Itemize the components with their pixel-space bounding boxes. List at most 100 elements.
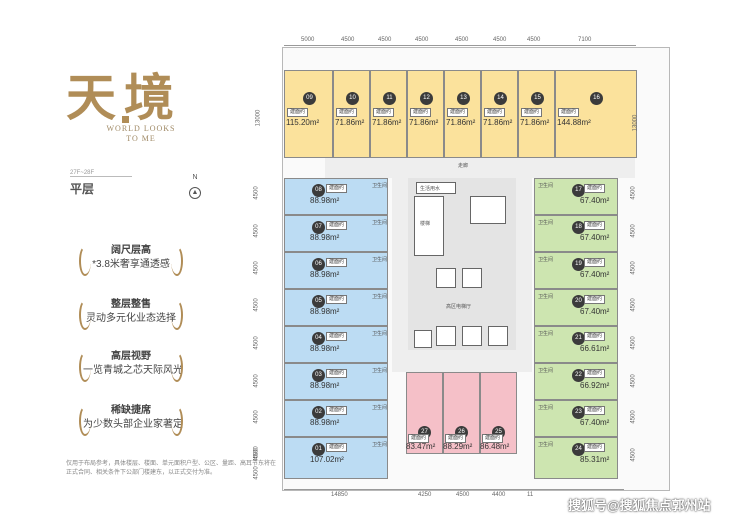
- unit-number-badge: 18: [572, 221, 585, 234]
- bottom-dimension: 14850: [331, 492, 348, 498]
- top-dimension: 4500: [415, 37, 429, 43]
- unit-number-badge: 01: [312, 443, 325, 456]
- unit-area-tag: 建面约: [484, 108, 506, 117]
- right-dimension: 13000: [632, 114, 639, 132]
- unit-area-tag: 建面约: [584, 369, 606, 378]
- top-dimension: 4500: [455, 37, 469, 43]
- unit-number-badge: 10: [346, 92, 359, 105]
- feature-title: 整层整售: [111, 299, 151, 310]
- water-room-box: [416, 182, 456, 194]
- unit-area-value: 88.29m²: [443, 442, 473, 451]
- unit-16: [555, 70, 637, 158]
- unit-area-value: 83.47m²: [406, 442, 436, 451]
- unit-area-tag: 建面约: [410, 108, 432, 117]
- unit-area-value: 107.02m²: [310, 455, 344, 464]
- unit-area-value: 71.86m²: [483, 118, 513, 127]
- unit-number-badge: 08: [312, 184, 325, 197]
- toilet-label: 卫生间: [538, 442, 554, 448]
- stair-box-2: [414, 330, 432, 348]
- subtitle-line-1: WORLD LOOKS: [106, 124, 176, 133]
- unit-area-tag: 建面约: [408, 434, 430, 443]
- bottom-dimension: 11: [527, 492, 534, 498]
- right-dimension: 4500: [630, 261, 637, 275]
- top-dimension-line: [284, 45, 636, 46]
- lift-lobby-label: 高区电梯厅: [446, 304, 472, 310]
- top-dimension: 4500: [493, 37, 507, 43]
- unit-number-badge: 15: [531, 92, 544, 105]
- elevator-2: [462, 268, 482, 288]
- toilet-label: 卫生间: [538, 331, 554, 337]
- toilet-label: 卫生间: [538, 368, 554, 374]
- watermark: 搜狐号@搜狐焦点郭州站: [568, 498, 711, 513]
- unit-number-badge: 12: [420, 92, 433, 105]
- bottom-dimension-line: [284, 489, 624, 490]
- toilet-label: 卫生间: [372, 294, 388, 300]
- toilet-label: 卫生间: [372, 331, 388, 337]
- left-dimension: 4500: [253, 186, 260, 200]
- title-ornament: [122, 116, 129, 123]
- unit-number-badge: 07: [312, 221, 325, 234]
- left-dimension: 4500: [253, 374, 260, 388]
- unit-number-badge: 05: [312, 295, 325, 308]
- top-dimension: 5000: [301, 37, 315, 43]
- laurel-right-icon: [171, 352, 183, 382]
- unit-number-badge: 22: [572, 369, 585, 382]
- unit-number-badge: 09: [303, 92, 316, 105]
- unit-area-value: 71.86m²: [409, 118, 439, 127]
- left-dimension: 4500: [253, 261, 260, 275]
- unit-area-value: 88.98m²: [310, 270, 340, 279]
- unit-area-tag: 建面约: [445, 434, 467, 443]
- unit-area-value: 88.98m²: [310, 196, 340, 205]
- unit-number-badge: 04: [312, 332, 325, 345]
- unit-area-tag: 建面约: [326, 332, 348, 341]
- unit-area-value: 66.92m²: [580, 381, 610, 390]
- top-dimension: 4500: [341, 37, 355, 43]
- unit-area-value: 88.98m²: [310, 381, 340, 390]
- unit-area-tag: 建面约: [326, 369, 348, 378]
- north-label: N: [192, 174, 198, 181]
- compass-icon: ▲: [189, 187, 201, 199]
- unit-area-tag: 建面约: [584, 258, 606, 267]
- unit-area-tag: 建面约: [336, 108, 358, 117]
- unit-area-value: 67.40m²: [580, 307, 610, 316]
- unit-area-tag: 建面约: [584, 332, 606, 341]
- disclaimer-note: 仅用于布局参考，具体楼层、楼面、单元面积户型、公区、量距、高耳节东将在正式合同、…: [66, 461, 277, 476]
- toilet-label: 卫生间: [538, 220, 554, 226]
- unit-number-badge: 03: [312, 369, 325, 382]
- unit-area-value: 144.88m²: [557, 118, 591, 127]
- bottom-dimension: 4250: [418, 492, 432, 498]
- unit-area-tag: 建面约: [447, 108, 469, 117]
- unit-area-tag: 建面约: [287, 108, 309, 117]
- elevator-4: [462, 326, 482, 346]
- unit-area-value: 67.40m²: [580, 270, 610, 279]
- laurel-left-icon: [79, 246, 91, 276]
- toilet-label: 卫生间: [372, 183, 388, 189]
- unit-area-tag: 建面约: [326, 184, 348, 193]
- unit-area-tag: 建面约: [326, 406, 348, 415]
- laurel-right-icon: [171, 406, 183, 436]
- corridor-top: [325, 158, 635, 178]
- feature-badge-4: 稀缺捷席 为少数头部企业家著定: [79, 404, 183, 436]
- stair-box: [414, 196, 444, 256]
- unit-number-badge: 06: [312, 258, 325, 271]
- toilet-label: 卫生间: [538, 183, 554, 189]
- bottom-dimension: 4500: [456, 492, 470, 498]
- left-dimension: 4500: [253, 298, 260, 312]
- unit-area-value: 67.40m²: [580, 418, 610, 427]
- feature-badge-3: 高层视野 一览青城之芯天际风光: [79, 350, 183, 382]
- toilet-label: 卫生间: [538, 257, 554, 263]
- unit-area-value: 71.86m²: [446, 118, 476, 127]
- elevator-1: [436, 268, 456, 288]
- unit-area-tag: 建面约: [326, 258, 348, 267]
- unit-number-badge: 19: [572, 258, 585, 271]
- unit-number-badge: 21: [572, 332, 585, 345]
- unit-number-badge: 13: [457, 92, 470, 105]
- unit-area-value: 115.20m²: [286, 118, 320, 127]
- unit-number-badge: 16: [590, 92, 603, 105]
- feature-title: 稀缺捷席: [111, 405, 151, 416]
- unit-area-tag: 建面约: [373, 108, 395, 117]
- corridor-label: 走廊: [458, 163, 469, 169]
- toilet-label: 卫生间: [372, 442, 388, 448]
- floor-name: 平层: [70, 182, 95, 196]
